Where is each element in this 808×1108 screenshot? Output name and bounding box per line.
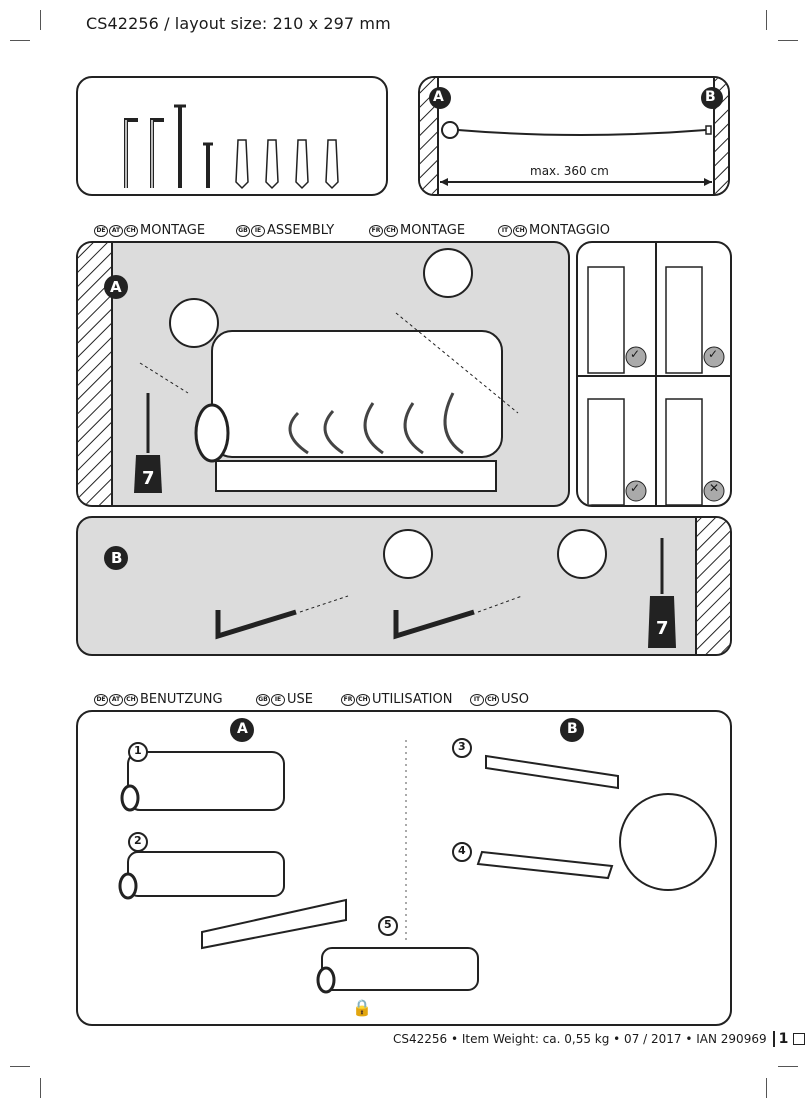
drill-size-a: 7 [142,468,155,489]
wall-span-illustration [420,78,728,194]
max-distance-label: max. 360 cm [530,164,609,178]
page-number: 1 [772,1031,788,1047]
crop-mark [40,10,41,30]
crop-mark [10,40,30,41]
crop-mark [766,10,767,30]
wall-types-panel: ✓ ✓ ✓ ✕ [576,241,732,507]
wall-label-b: B [705,89,716,105]
usage-label-b: B [567,721,578,737]
assembly-label-de: MONTAGE [140,223,206,238]
assembly-label-gb: ASSEMBLY [267,223,335,238]
crop-mark [778,1066,798,1067]
usage-label-a: A [237,721,248,737]
assembly-panel-b: B 7 [76,516,732,656]
usage-illustration [118,718,717,994]
usage-label-it: USO [501,692,529,707]
usage-label-de: BENUTZUNG [140,692,223,707]
step-4: 4 [458,844,466,857]
lock-icon: 🔒 [352,998,372,1017]
step-5: 5 [384,918,392,931]
page-square-icon [793,1033,806,1045]
step-1: 1 [134,744,142,757]
check-icon: ✓ [630,347,641,361]
wall-plugs [235,139,339,190]
step-3: 3 [458,740,466,753]
footer-info: CS42256 • Item Weight: ca. 0,55 kg • 07 … [393,1032,767,1046]
wall-span-panel: A B max. 360 cm [418,76,730,196]
page-footer: CS42256 • Item Weight: ca. 0,55 kg • 07 … [393,1031,806,1047]
step-2: 2 [134,834,142,847]
assembly-b-illustration [104,518,730,654]
crop-mark [40,1078,41,1098]
assembly-label-it: MONTAGGIO [529,223,610,238]
check-icon: ✓ [630,481,641,495]
cross-icon: ✕ [709,481,720,495]
parts-illustration [124,104,339,190]
assembly-panel-a: A 7 [76,241,570,507]
panel-b-label: B [111,549,123,567]
crop-mark [778,40,798,41]
assembly-label-a: A [110,278,122,296]
check-icon: ✓ [708,347,719,361]
page-header: CS42256 / layout size: 210 x 297 mm [86,14,391,33]
parts-panel [76,76,388,196]
crop-mark [10,1066,30,1067]
crop-mark [766,1078,767,1098]
wall-label-a: A [433,89,444,105]
assembly-a-illustration [78,243,519,505]
usage-panel: A B 1 2 3 4 5 🔒 [76,710,732,1026]
wall-types-illustration [578,243,730,505]
assembly-label-fr: MONTAGE [400,223,466,238]
usage-label-fr: UTILISATION [372,692,453,707]
usage-label-gb: USE [287,692,313,707]
drill-size-b: 7 [656,618,669,639]
